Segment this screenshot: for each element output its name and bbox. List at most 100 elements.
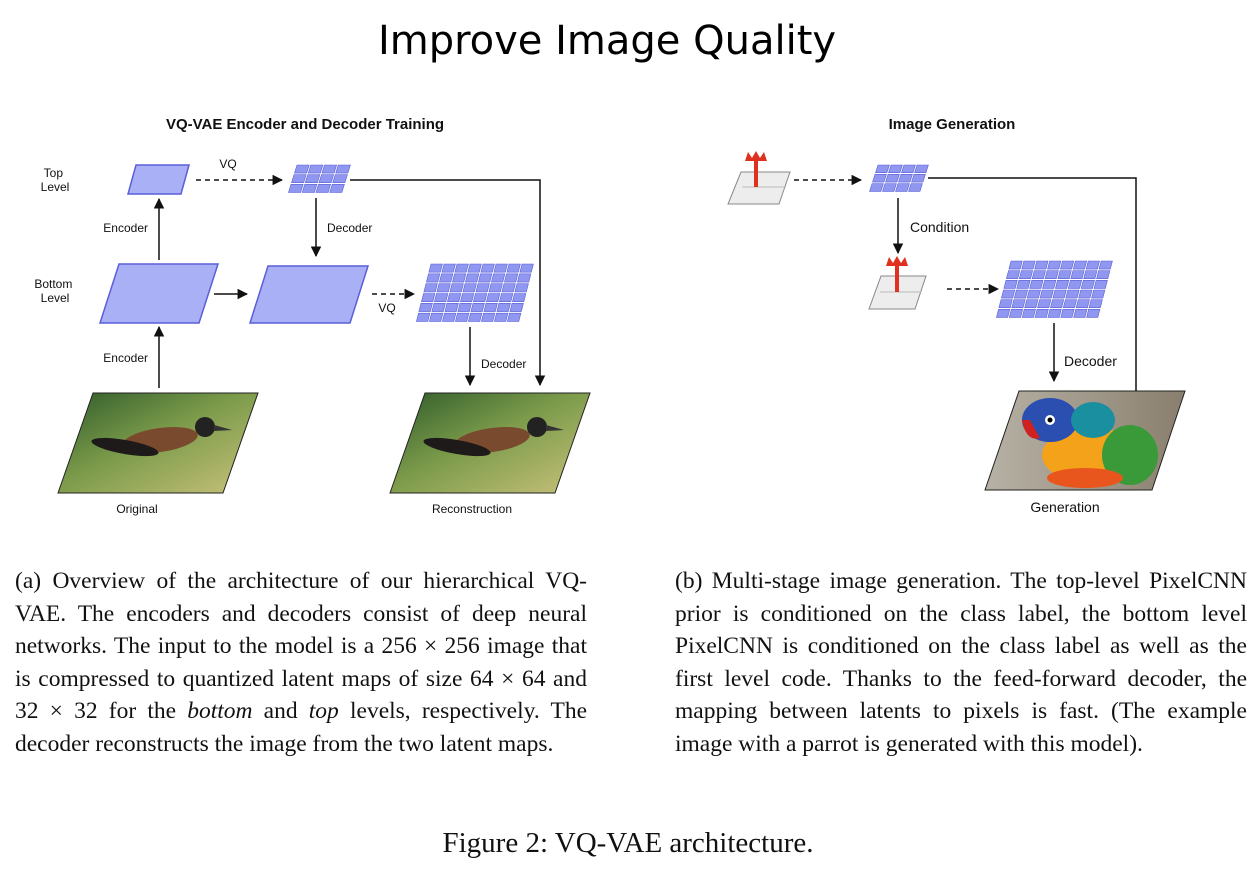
latent-code-cell — [454, 263, 469, 273]
latent-code-cell — [1070, 270, 1085, 280]
latent-code-cell — [1055, 280, 1070, 289]
latent-code-cell — [496, 303, 511, 312]
latent-code-cell — [478, 273, 493, 283]
encoder-label-top: Encoder — [103, 221, 148, 235]
latent-code-cell — [1039, 289, 1054, 299]
bottom-latent-map — [98, 263, 220, 324]
latent-code-cell — [304, 174, 321, 184]
latent-code-cell — [1001, 289, 1016, 299]
latent-code-cell — [434, 293, 449, 303]
latent-code-cell — [895, 183, 910, 192]
latent-code-cell — [1098, 260, 1113, 270]
pixelcnn-bottom-icon — [868, 256, 927, 310]
latent-code-cell — [481, 312, 496, 322]
bottom-quantized-grid — [416, 263, 534, 322]
latent-code-cell — [447, 293, 462, 303]
latent-code-cell — [494, 312, 509, 322]
latent-code-cell — [901, 164, 916, 174]
latent-code-cell — [499, 293, 514, 303]
latent-code-cell — [416, 312, 431, 322]
reconstruction-label: Reconstruction — [432, 502, 512, 516]
vq-label-top: VQ — [219, 157, 236, 171]
latent-code-cell — [509, 303, 524, 312]
latent-code-cell — [914, 164, 929, 174]
latent-code-cell — [452, 273, 467, 283]
decoder-label-top: Decoder — [327, 221, 372, 235]
latent-code-cell — [1031, 270, 1046, 280]
latent-code-cell — [444, 303, 459, 312]
latent-code-cell — [885, 174, 900, 183]
latent-code-cell — [908, 183, 923, 192]
latent-code-cell — [1060, 309, 1075, 318]
latent-code-cell — [307, 164, 324, 174]
latent-code-cell — [449, 283, 464, 293]
latent-code-cell — [1029, 280, 1044, 289]
latent-code-cell — [1037, 299, 1052, 309]
generation-image — [984, 390, 1186, 491]
top-skip-connection — [350, 179, 546, 387]
latent-code-cell — [911, 174, 926, 183]
latent-code-cell — [488, 283, 503, 293]
latent-code-cell — [872, 174, 887, 183]
latent-code-cell — [442, 312, 457, 322]
latent-code-cell — [473, 293, 488, 303]
latent-code-cell — [421, 293, 436, 303]
latent-code-cell — [1003, 280, 1018, 289]
latent-code-cell — [470, 303, 485, 312]
latent-code-cell — [429, 312, 444, 322]
latent-code-cell — [514, 283, 529, 293]
vq-label-bottom: VQ — [378, 301, 395, 315]
latent-code-cell — [1083, 270, 1098, 280]
latent-code-cell — [1075, 299, 1090, 309]
latent-code-cell — [1016, 280, 1031, 289]
latent-code-cell — [460, 293, 475, 303]
latent-code-cell — [335, 164, 351, 174]
latent-code-cell — [898, 174, 913, 183]
latent-code-cell — [423, 283, 438, 293]
latent-code-cell — [301, 184, 318, 193]
latent-code-cell — [504, 273, 519, 283]
decoded-latent-map — [248, 265, 370, 324]
latent-code-cell — [1096, 270, 1111, 280]
latent-code-cell — [1047, 260, 1062, 270]
latent-code-cell — [439, 273, 454, 283]
latent-code-cell — [436, 283, 451, 293]
latent-code-cell — [1085, 260, 1100, 270]
latent-code-cell — [431, 303, 446, 312]
latent-code-cell — [888, 164, 903, 174]
latent-code-cell — [1065, 289, 1080, 299]
figure-caption: Figure 2: VQ-VAE architecture. — [442, 827, 814, 859]
latent-code-cell — [1011, 299, 1026, 309]
latent-code-cell — [291, 174, 307, 184]
condition-label: Condition — [910, 219, 969, 235]
bottom-level-label: Bottom Level — [34, 277, 75, 305]
latent-code-cell — [1080, 280, 1095, 289]
latent-code-cell — [1018, 270, 1034, 280]
latent-code-cell — [519, 263, 534, 273]
reconstruction-image — [389, 392, 591, 494]
latent-code-cell — [318, 174, 335, 184]
latent-code-cell — [1042, 280, 1057, 289]
latent-code-cell — [1044, 270, 1059, 280]
latent-code-cell — [426, 273, 441, 283]
latent-code-cell — [1047, 309, 1062, 318]
vqvae-diagram: VQ-VAE Encoder and Decoder Training Top … — [34, 116, 1186, 516]
latent-code-cell — [491, 273, 506, 283]
latent-code-cell — [418, 303, 433, 312]
slide-title: Improve Image Quality — [377, 18, 837, 64]
latent-code-cell — [1093, 280, 1108, 289]
latent-code-cell — [294, 164, 310, 174]
latent-code-cell — [1024, 299, 1039, 309]
latent-code-cell — [483, 303, 498, 312]
latent-code-cell — [480, 263, 495, 273]
latent-code-cell — [875, 164, 890, 174]
latent-code-cell — [1052, 289, 1067, 299]
latent-code-cell — [1060, 260, 1075, 270]
generation-label: Generation — [1030, 499, 1099, 515]
latent-code-cell — [507, 312, 522, 322]
latent-code-cell — [1006, 270, 1021, 280]
latent-code-cell — [462, 283, 477, 293]
latent-code-cell — [288, 184, 304, 193]
top-code-connection — [928, 177, 1137, 391]
latent-code-cell — [882, 183, 897, 192]
